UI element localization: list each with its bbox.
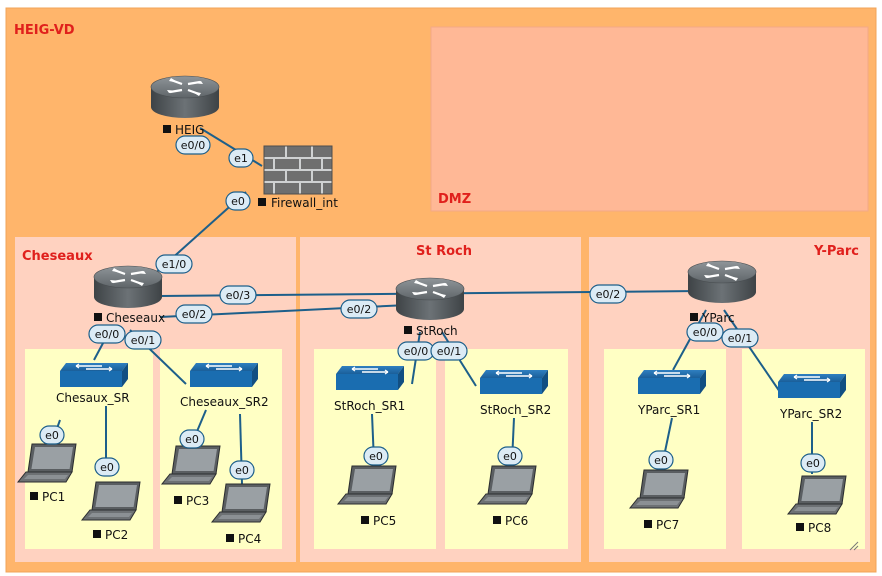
zone-title-heig-vd: HEIG-VD <box>14 23 75 38</box>
node-label-yparc-sr2: YParc_SR2 <box>779 407 842 421</box>
switch-icon-cheseaux-sr2[interactable] <box>189 362 259 388</box>
iface-pc2-e0[interactable]: e0 <box>100 461 114 474</box>
router-icon-stroch[interactable] <box>394 276 466 322</box>
iface-pc8-e0[interactable]: e0 <box>806 457 820 470</box>
iface-pc3-e0[interactable]: e0 <box>185 433 199 446</box>
iface-pc6-e0[interactable]: e0 <box>503 450 517 463</box>
node-label-stroch-sr2: StRoch_SR2 <box>480 403 551 417</box>
link-yparc-yparc-sr1[interactable] <box>672 309 707 371</box>
router-icon-cheseaux[interactable] <box>92 264 164 310</box>
iface-ches-e03[interactable]: e0/3 <box>226 289 250 302</box>
iface-yparc-e02[interactable]: e0/2 <box>596 288 620 301</box>
iface-stroch-e02[interactable]: e0/2 <box>347 303 371 316</box>
node-label-heig: HEIG <box>175 123 204 137</box>
switch-icon-yparc-sr2[interactable] <box>777 373 847 399</box>
switch-icon-chesaux-sr[interactable] <box>59 362 129 388</box>
iface-pc5-e0[interactable]: e0 <box>369 450 383 463</box>
node-label-cheseaux: Cheseaux <box>106 311 165 325</box>
iface-ches-e10[interactable]: e1/0 <box>162 258 186 271</box>
zone-title-dmz: DMZ <box>438 192 471 207</box>
node-label-pc6: PC6 <box>505 514 528 528</box>
iface-fw-e0[interactable]: e0 <box>231 195 245 208</box>
node-label-pc5: PC5 <box>373 514 396 528</box>
iface-fw-e1[interactable]: e1 <box>234 152 248 165</box>
iface-ches-e01[interactable]: e0/1 <box>131 334 155 347</box>
firewall-icon[interactable] <box>263 145 333 195</box>
iface-stroch-e01[interactable]: e0/1 <box>437 345 461 358</box>
node-label-pc7: PC7 <box>656 518 679 532</box>
node-label-pc2: PC2 <box>105 528 128 542</box>
node-label-yparc-sr1: YParc_SR1 <box>637 403 700 417</box>
iface-yparc-e01[interactable]: e0/1 <box>728 332 752 345</box>
node-label-yparc: YParc <box>701 311 735 325</box>
iface-heig-e00[interactable]: e0/0 <box>181 139 205 152</box>
zone-title-stroch: St Roch <box>416 244 472 259</box>
node-labels: HEIG Firewall_int Cheseaux StRoch YParc … <box>30 123 842 546</box>
node-label-pc1: PC1 <box>42 490 65 504</box>
iface-ches-e00[interactable]: e0/0 <box>95 328 119 341</box>
switch-icon-yparc-sr1[interactable] <box>637 369 707 395</box>
link-yparc-yparc-sr2[interactable] <box>723 309 781 393</box>
zone-title-yparc: Y-Parc <box>813 244 859 259</box>
switch-icon-stroch-sr1[interactable] <box>335 365 405 391</box>
node-label-pc4: PC4 <box>238 532 261 546</box>
iface-pc7-e0[interactable]: e0 <box>654 454 668 467</box>
zone-title-cheseaux: Cheseaux <box>22 249 93 264</box>
node-label-firewall: Firewall_int <box>271 196 338 210</box>
iface-yparc-e00[interactable]: e0/0 <box>693 326 717 339</box>
iface-stroch-e00[interactable]: e0/0 <box>404 345 428 358</box>
iface-pc1-e0[interactable]: e0 <box>45 429 59 442</box>
router-icon-heig[interactable] <box>149 74 221 120</box>
node-label-pc3: PC3 <box>186 494 209 508</box>
node-label-cheseaux-sr2: Cheseaux_SR2 <box>180 395 269 409</box>
zone-dmz <box>430 26 869 212</box>
interface-badges: e0/0 e1 e0 e1/0 e0/3 e0/2 e0/0 e0/1 e0/2… <box>39 135 826 480</box>
iface-pc4-e0[interactable]: e0 <box>235 464 249 477</box>
node-label-stroch: StRoch <box>416 324 458 338</box>
router-icon-yparc[interactable] <box>686 259 758 305</box>
node-label-pc8: PC8 <box>808 521 831 535</box>
resize-grip-icon[interactable] <box>849 541 859 551</box>
node-label-chesaux-sr: Chesaux_SR <box>56 391 130 405</box>
node-label-stroch-sr1: StRoch_SR1 <box>334 399 405 413</box>
iface-ches-e02[interactable]: e0/2 <box>182 308 206 321</box>
switch-icon-stroch-sr2[interactable] <box>479 369 549 395</box>
